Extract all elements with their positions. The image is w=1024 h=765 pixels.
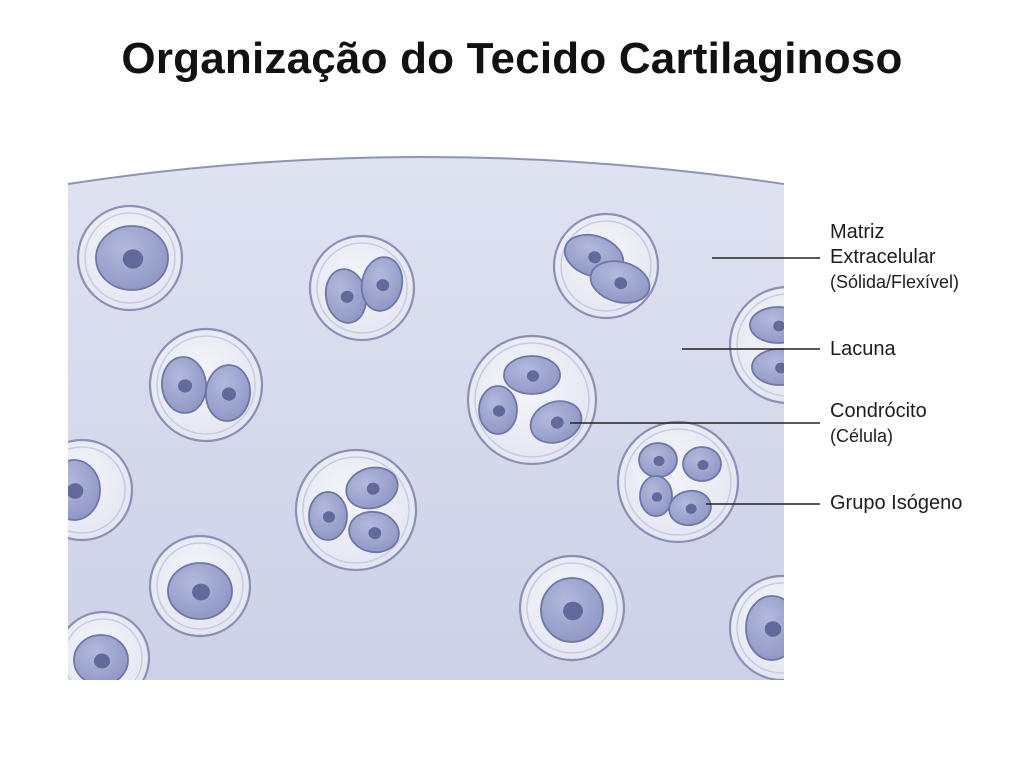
nucleus: [773, 320, 784, 332]
nucleus: [322, 511, 336, 523]
nucleus: [614, 277, 628, 290]
nucleus: [221, 387, 236, 401]
nucleus: [550, 416, 564, 429]
lacuna: [76, 204, 184, 312]
chondrocyte: [478, 385, 518, 435]
nucleus: [122, 249, 144, 269]
chondrocyte: [682, 446, 722, 482]
lacuna: [294, 448, 418, 572]
lacuna-label-line1: Lacuna: [830, 338, 896, 360]
matrix-label: Matriz Extracelular (Sólida/Flexível): [830, 220, 959, 295]
nucleus: [68, 483, 84, 499]
lacuna-label: Lacuna: [830, 337, 896, 362]
nucleus: [192, 583, 210, 601]
lacuna: [148, 534, 252, 638]
chondrocyte: [745, 595, 784, 661]
chondrocyte: [360, 256, 404, 312]
chondrocyte: [540, 577, 604, 643]
lacuna: [518, 554, 626, 662]
nucleus: [588, 251, 602, 264]
isogenous-group-label-line1: Grupo Isógeno: [830, 492, 963, 514]
nucleus: [685, 503, 697, 514]
lacuna: [728, 285, 784, 405]
nucleus: [764, 621, 782, 637]
matrix-label-line2: Extracelular: [830, 246, 936, 268]
lacuna: [728, 574, 784, 680]
nucleus: [775, 362, 784, 374]
chondrocyte: [73, 634, 129, 680]
lacuna: [466, 334, 598, 466]
lacuna: [616, 420, 740, 544]
chondrocyte: [205, 364, 251, 422]
diagram-title: Organização do Tecido Cartilaginoso: [121, 34, 903, 83]
chondrocyte: [751, 348, 784, 386]
chondrocyte: [308, 491, 348, 541]
isogenous-group-label: Grupo Isógeno: [830, 491, 962, 516]
lacuna: [68, 438, 134, 542]
nucleus: [376, 279, 390, 292]
chondrocyte: [345, 466, 399, 510]
nucleus: [340, 290, 354, 303]
nucleus: [366, 482, 380, 495]
chondrocyte: [589, 260, 651, 304]
chondrocyte: [348, 510, 400, 554]
chondrocyte: [161, 356, 207, 414]
lacuna: [552, 212, 660, 320]
chondrocyte: [95, 225, 169, 291]
chondrocyte: [639, 475, 673, 517]
chondrocyte-label-line1: Condrócito: [830, 400, 927, 422]
chondrocyte: [167, 562, 233, 620]
lacuna: [68, 610, 151, 680]
nucleus: [368, 527, 382, 540]
chondrocyte: [68, 459, 101, 521]
chondrocyte: [638, 442, 678, 478]
lacunae-group: [68, 204, 784, 680]
chondrocyte-label: Condrócito (Célula): [830, 399, 927, 449]
chondrocyte-label-sub: (Célula): [830, 426, 894, 446]
chondrocyte: [503, 355, 561, 395]
nucleus: [94, 653, 110, 669]
chondrocyte: [529, 400, 583, 444]
nucleus: [563, 601, 583, 621]
nucleus: [651, 492, 663, 502]
leader-lines: [570, 257, 820, 505]
chondrocyte: [749, 306, 784, 344]
nucleus: [492, 405, 506, 417]
lacuna: [308, 234, 416, 342]
nucleus: [653, 455, 665, 467]
nucleus: [178, 379, 193, 393]
nucleus: [526, 370, 540, 382]
nucleus: [697, 459, 709, 471]
matrix-label-sub: (Sólida/Flexível): [830, 272, 960, 292]
lacuna: [148, 327, 264, 443]
chondrocyte: [324, 268, 368, 324]
matrix-label-line1: Matriz: [830, 221, 885, 243]
